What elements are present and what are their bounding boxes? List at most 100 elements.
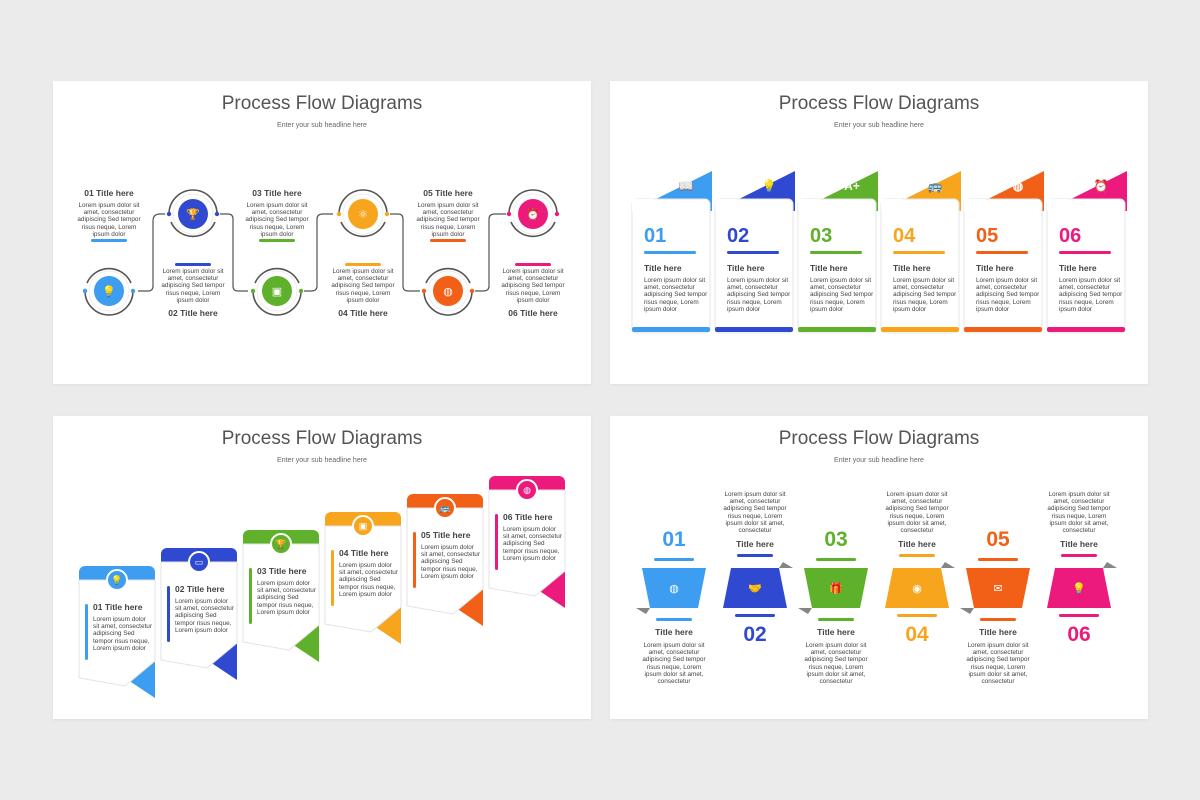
step-accent-bar (515, 263, 551, 266)
step-description: Lorem ipsum dolor sit amet, consectetur … (161, 268, 225, 304)
card-accent-bar (495, 514, 498, 570)
card-accent-bar (727, 251, 779, 254)
card-description: Lorem ipsum dolor sit amet, consectetur … (175, 598, 234, 634)
ribbon-shape (798, 568, 868, 614)
ribbon-shape (636, 568, 706, 614)
card-title: 04 Title here (339, 548, 389, 558)
slide-title: Process Flow Diagrams (778, 93, 980, 114)
step-node[interactable]: ▣ (247, 261, 307, 321)
step-description: Lorem ipsum dolor sit amet, consectetur … (416, 202, 480, 238)
brain-icon: ◉ (912, 582, 922, 595)
step-number: 02 (743, 623, 767, 646)
card-title: 05 Title here (421, 530, 471, 540)
step-node[interactable]: 💡 (79, 261, 139, 321)
slide-subtitle: Enter your sub headline here (834, 457, 924, 464)
card-title: Title here (644, 263, 682, 273)
step-node[interactable]: ◍ (418, 261, 478, 321)
card-number: 05 (976, 225, 999, 247)
step-description: Lorem ipsum dolor sit amet, consectetur … (804, 642, 868, 686)
step-description: Lorem ipsum dolor sit amet, consectetur … (77, 202, 141, 238)
card-tab (880, 171, 961, 334)
step-description: Lorem ipsum dolor sit amet, consectetur … (723, 491, 787, 535)
card-description: Lorem ipsum dolor sit amet, consectetur … (1059, 277, 1123, 313)
step-accent-bar (345, 263, 381, 266)
slide-tab-cards[interactable]: Process Flow Diagrams Enter your sub hea… (610, 81, 1148, 384)
lightbulb-icon: 💡 (761, 179, 777, 193)
step-accent-bar (735, 614, 775, 617)
card-accent-bar (1059, 251, 1111, 254)
step-ring (506, 189, 560, 238)
idea-money-icon: 💡 (1072, 582, 1086, 595)
step-title: 02 Title here (168, 308, 218, 318)
step-title: 03 Title here (252, 188, 302, 198)
step-block[interactable]: ◉Lorem ipsum dolor sit amet, consectetur… (879, 488, 955, 708)
card-description: Lorem ipsum dolor sit amet, consectetur … (727, 277, 791, 313)
step-description: Lorem ipsum dolor sit amet, consectetur … (501, 268, 565, 304)
step-description: Lorem ipsum dolor sit amet, consectetur … (966, 642, 1030, 686)
step-description: Lorem ipsum dolor sit amet, consectetur … (331, 268, 395, 304)
globe-icon: ◍ (1012, 179, 1024, 193)
step-block[interactable]: 🤝Lorem ipsum dolor sit amet, consectetur… (717, 488, 793, 708)
card-accent-bar (644, 251, 696, 254)
slide-title: Process Flow Diagrams (221, 428, 423, 449)
step-title: 04 Title here (338, 308, 388, 318)
step-node[interactable]: ⏰ (503, 184, 563, 244)
step-accent-bar (259, 239, 295, 242)
step-node[interactable]: ⚛ (333, 184, 393, 244)
step-title: 05 Title here (423, 188, 473, 198)
step-node[interactable]: 🏆 (163, 184, 223, 244)
card-number: 03 (810, 225, 833, 247)
step-accent-bar (897, 614, 937, 617)
step-title: Title here (655, 627, 693, 637)
step-accent-bar (430, 239, 466, 242)
slide-staircase-cards[interactable]: Process Flow Diagrams Enter your sub hea… (53, 416, 591, 719)
step-number: 06 (1067, 623, 1091, 646)
card-accent-bar (249, 568, 252, 624)
trophy-icon: 🏆 (275, 538, 287, 549)
step-accent-bar (91, 239, 127, 242)
card-tab (1046, 171, 1127, 334)
step-accent-bar (980, 618, 1016, 621)
card-description: Lorem ipsum dolor sit amet, consectetur … (257, 580, 316, 616)
connector-lines (138, 213, 506, 292)
slide-title: Process Flow Diagrams (221, 93, 423, 114)
step-ring (166, 189, 220, 238)
alarm-clock-icon: ⏰ (526, 208, 540, 221)
step-description: Lorem ipsum dolor sit amet, consectetur … (1047, 491, 1111, 535)
alarm-clock-icon: ⏰ (1093, 179, 1109, 193)
step-description: Lorem ipsum dolor sit amet, consectetur … (245, 202, 309, 238)
slide-ribbon-flow[interactable]: Process Flow Diagrams Enter your sub hea… (610, 416, 1148, 719)
step-ring (336, 189, 390, 238)
card-description: Lorem ipsum dolor sit amet, consectetur … (893, 277, 957, 313)
step-title: Title here (736, 539, 774, 549)
card-shape (324, 512, 402, 644)
slide-circle-flow[interactable]: Process Flow Diagrams Enter your sub hea… (53, 81, 591, 384)
presentation-icon: ▣ (358, 520, 368, 531)
card-accent-bar (976, 251, 1028, 254)
card-title: 06 Title here (503, 512, 553, 522)
card-shape (242, 530, 320, 662)
card-tab (714, 171, 795, 334)
card-number: 04 (893, 225, 916, 247)
ribbon-shape (960, 568, 1030, 614)
bus-icon: 🚌 (439, 502, 451, 513)
step-block[interactable]: 💡 Lorem ipsum dolor sit amet, consectetur… (1041, 488, 1117, 708)
step-number: 03 (824, 528, 848, 551)
gift-icon: 🎁 (829, 582, 843, 595)
step-title: 01 Title here (84, 188, 134, 198)
